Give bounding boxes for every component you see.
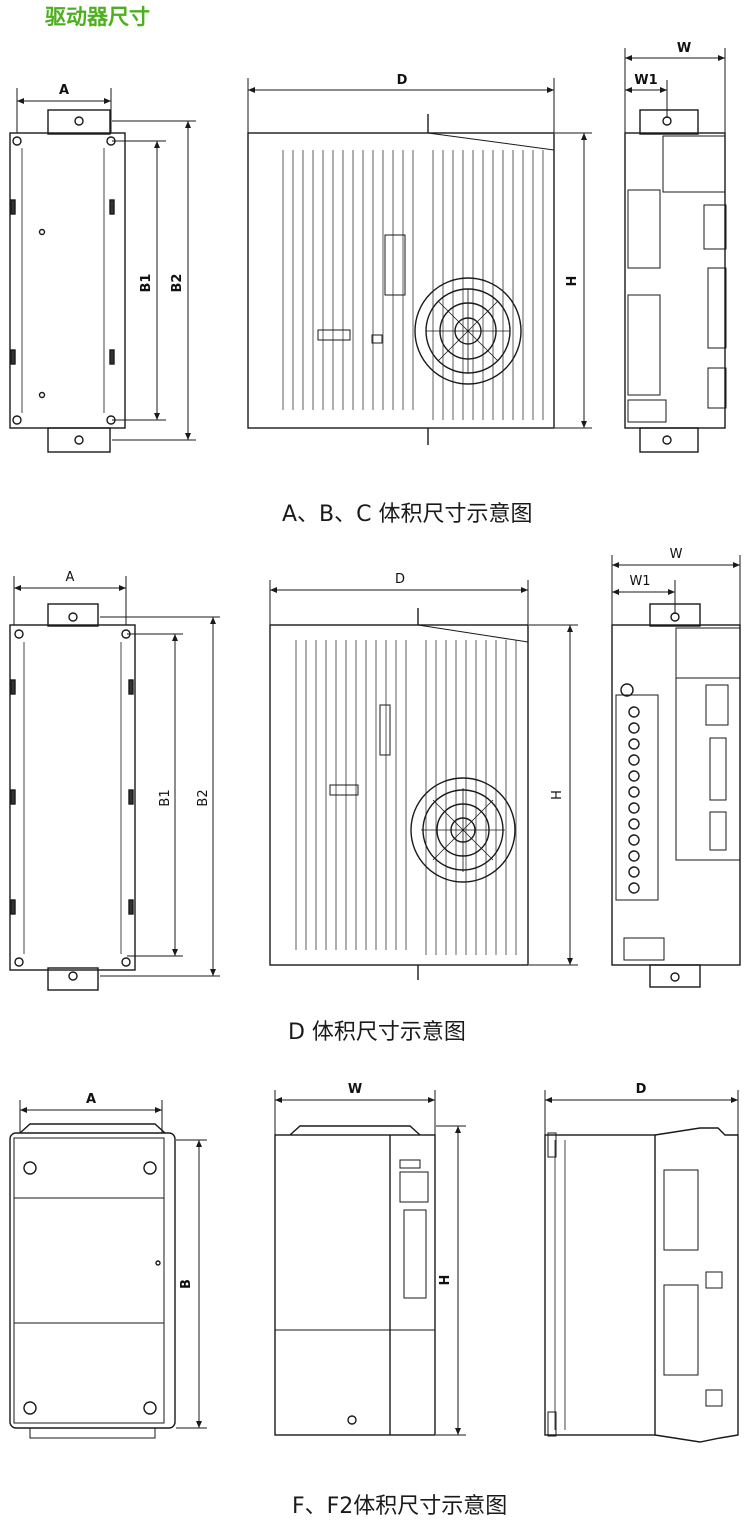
dim-label-a: A	[59, 83, 69, 98]
dim-label-b1: B1	[158, 789, 173, 806]
section2-side-view	[269, 608, 529, 980]
dim-label-d: D	[395, 572, 405, 587]
dim-label-b: B	[179, 1279, 194, 1289]
section2-dimension-b2	[100, 616, 220, 977]
section1-front-view	[624, 109, 727, 453]
caption-f-f2: F、F2体积尺寸示意图	[292, 1494, 508, 1519]
section3-dimension-h	[436, 1125, 466, 1436]
dim-label-w1: W1	[629, 574, 650, 589]
dim-label-w: W	[677, 41, 691, 56]
section1-dimension-w1	[625, 80, 668, 118]
dim-label-b1: B1	[139, 274, 154, 293]
section2-dimension-b1	[127, 633, 183, 957]
section2-dimension-h	[529, 624, 578, 966]
section2-front-view	[611, 603, 741, 988]
dim-label-w: W	[670, 547, 683, 562]
section1-dimension-b1	[112, 140, 166, 421]
dim-label-b2: B2	[170, 274, 185, 293]
dim-label-a: A	[66, 570, 75, 585]
dim-label-h: H	[565, 276, 580, 287]
section3-dimension-w	[274, 1090, 436, 1135]
section2-dimension-w	[611, 555, 741, 625]
section1-dimension-b2	[112, 120, 196, 441]
section3-dimension-a	[19, 1100, 163, 1133]
dim-label-w: W	[348, 1082, 362, 1097]
section3-side-view	[544, 1127, 739, 1443]
section1-dimension-d	[247, 78, 555, 133]
dim-label-d: D	[636, 1082, 647, 1097]
section3-mounting-view	[9, 1123, 176, 1439]
section3-dimension-d	[544, 1090, 739, 1135]
page-title: 驱动器尺寸	[45, 5, 150, 29]
section1-mounting-view	[9, 109, 126, 453]
dim-label-b2: B2	[196, 789, 211, 806]
dim-label-d: D	[397, 73, 408, 88]
section2-mounting-view	[9, 603, 136, 991]
section3-dimension-b	[176, 1139, 207, 1429]
section1-side-view	[247, 114, 555, 445]
section1-dimension-h	[555, 132, 592, 429]
caption-abc: A、B、C 体积尺寸示意图	[282, 502, 533, 527]
section2-dimension-d	[269, 580, 529, 625]
section3-front-view	[274, 1125, 436, 1436]
dim-label-h: H	[550, 790, 565, 800]
section1-dimension-a	[16, 88, 112, 133]
dim-label-w1: W1	[634, 73, 657, 88]
dim-label-a: A	[86, 1092, 96, 1107]
section2-dimension-w1	[612, 580, 676, 614]
dim-label-h: H	[438, 1275, 453, 1286]
caption-d: D 体积尺寸示意图	[288, 1020, 466, 1045]
